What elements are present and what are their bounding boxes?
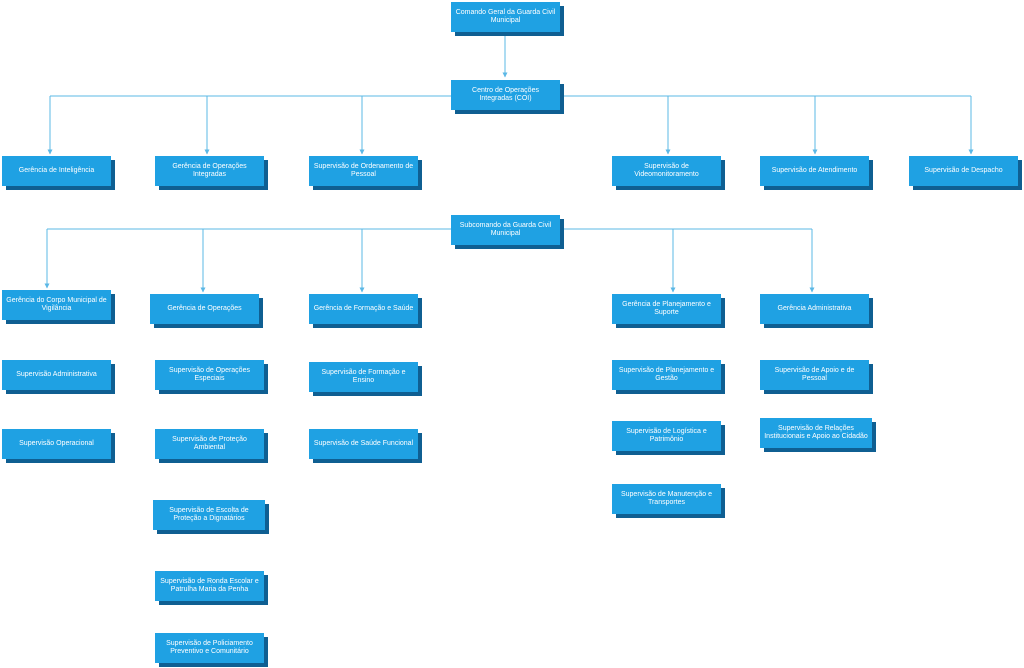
- node-supervisao-manutencao-transportes: Supervisão de Manutenção e Transportes: [612, 484, 721, 514]
- node-gerencia-operacoes: Gerência de Operações: [150, 294, 259, 324]
- node-gerencia-administrativa: Gerência Administrativa: [760, 294, 869, 324]
- node-supervisao-escolta-dignatarios: Supervisão de Escolta de Proteção a Dign…: [153, 500, 265, 530]
- node-gerencia-inteligencia: Gerência de Inteligência: [2, 156, 111, 186]
- node-supervisao-operacoes-especiais: Supervisão de Operações Especiais: [155, 360, 264, 390]
- node-gerencia-corpo-municipal-vigilancia: Gerência do Corpo Municipal de Vigilânci…: [2, 290, 111, 320]
- node-coi: Centro de Operações Integradas (COI): [451, 80, 560, 110]
- node-supervisao-logistica-patrimonio: Supervisão de Logística e Patrimônio: [612, 421, 721, 451]
- node-supervisao-atendimento: Supervisão de Atendimento: [760, 156, 869, 186]
- node-gerencia-formacao-saude: Gerência de Formação e Saúde: [309, 294, 418, 324]
- node-supervisao-relacoes-institucionais: Supervisão de Relações Institucionais e …: [760, 418, 872, 448]
- node-supervisao-administrativa: Supervisão Administrativa: [2, 360, 111, 390]
- node-gerencia-operacoes-integradas: Gerência de Operações Integradas: [155, 156, 264, 186]
- node-supervisao-operacional: Supervisão Operacional: [2, 429, 111, 459]
- node-supervisao-protecao-ambiental: Supervisão de Proteção Ambiental: [155, 429, 264, 459]
- node-supervisao-policiamento-preventivo: Supervisão de Policiamento Preventivo e …: [155, 633, 264, 663]
- node-subcomando: Subcomando da Guarda Civil Municipal: [451, 215, 560, 245]
- node-supervisao-formacao-ensino: Supervisão de Formação e Ensino: [309, 362, 418, 392]
- node-supervisao-despacho: Supervisão de Despacho: [909, 156, 1018, 186]
- node-supervisao-apoio-pessoal: Supervisão de Apoio e de Pessoal: [760, 360, 869, 390]
- node-comando-geral: Comando Geral da Guarda Civil Municipal: [451, 2, 560, 32]
- node-supervisao-videomonitoramento: Supervisão de Videomonitoramento: [612, 156, 721, 186]
- node-supervisao-saude-funcional: Supervisão de Saúde Funcional: [309, 429, 418, 459]
- node-supervisao-ronda-escolar: Supervisão de Ronda Escolar e Patrulha M…: [155, 571, 264, 601]
- node-supervisao-ordenamento-pessoal: Supervisão de Ordenamento de Pessoal: [309, 156, 418, 186]
- node-supervisao-planejamento-gestao: Supervisão de Planejamento e Gestão: [612, 360, 721, 390]
- node-gerencia-planejamento-suporte: Gerência de Planejamento e Suporte: [612, 294, 721, 324]
